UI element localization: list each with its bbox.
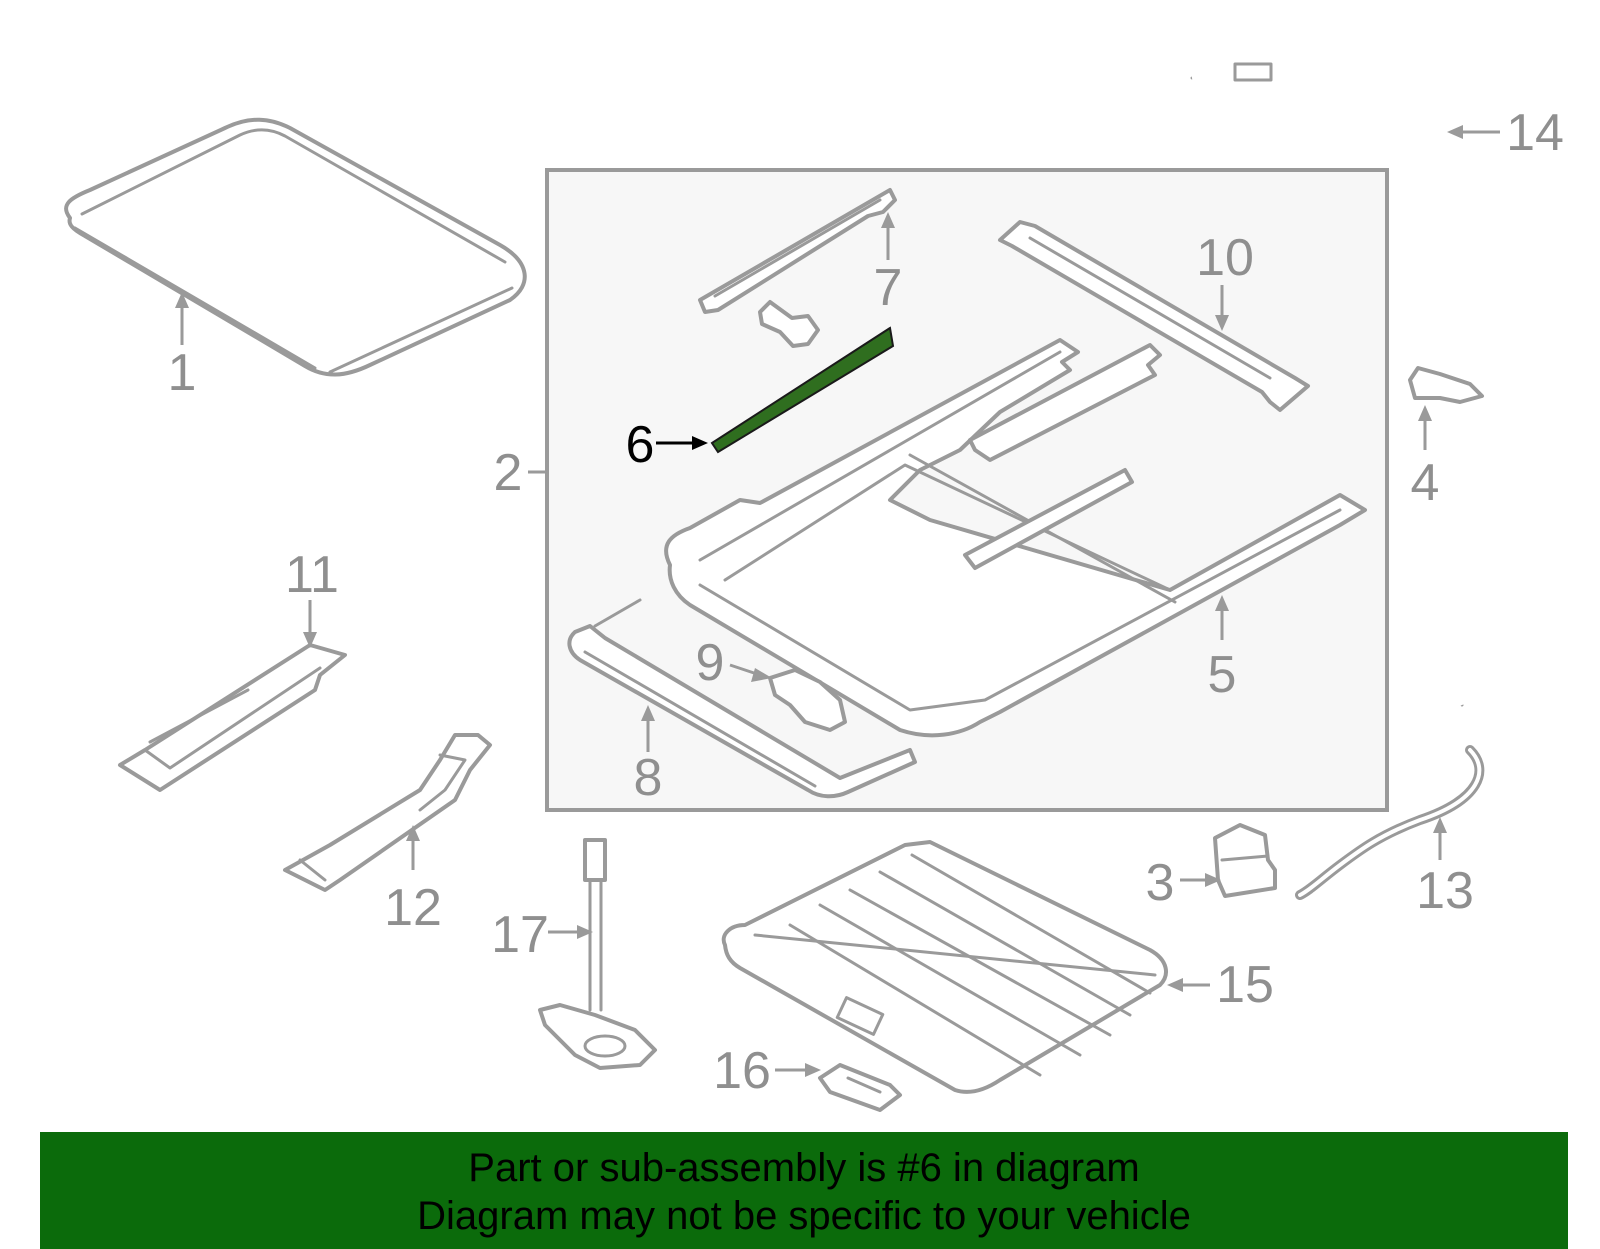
center-brace[interactable] — [963, 468, 1134, 570]
bolt[interactable] — [758, 300, 820, 348]
part-6-seal[interactable] — [710, 326, 895, 454]
callout-7[interactable]: 7 — [874, 259, 903, 317]
callout-17[interactable]: 17 — [491, 906, 549, 964]
callouts: 1 2 3 4 5 6 7 8 9 10 11 12 13 14 15 16 1… — [168, 104, 1564, 1100]
part-1-glass-panel[interactable] — [64, 117, 527, 377]
part-12-reinforcement[interactable] — [283, 733, 492, 892]
callout-1[interactable]: 1 — [168, 344, 197, 402]
part-5-main-frame[interactable] — [664, 338, 1367, 738]
callout-12[interactable]: 12 — [384, 879, 442, 937]
cross-rail[interactable] — [968, 343, 1162, 462]
callout-4[interactable]: 4 — [1411, 454, 1440, 512]
part-13-drain-hose[interactable] — [1295, 745, 1485, 900]
part-14-drain-hose[interactable] — [1190, 62, 1523, 707]
callout-13[interactable]: 13 — [1416, 862, 1474, 920]
callout-6[interactable]: 6 — [626, 416, 655, 474]
part-15-sunshade[interactable] — [721, 840, 1168, 1094]
callout-9[interactable]: 9 — [696, 634, 725, 692]
callout-15[interactable]: 15 — [1216, 956, 1274, 1014]
part-11-reinforcement[interactable] — [118, 643, 347, 792]
part-16-clip[interactable] — [818, 1063, 902, 1112]
callout-3[interactable]: 3 — [1146, 854, 1175, 912]
callout-14[interactable]: 14 — [1506, 104, 1564, 162]
callout-2[interactable]: 2 — [494, 444, 523, 502]
banner-line-2: Diagram may not be specific to your vehi… — [417, 1194, 1191, 1238]
part-8-deflector[interactable] — [567, 598, 917, 799]
callout-8[interactable]: 8 — [634, 749, 663, 807]
part-4-bracket[interactable] — [1408, 366, 1484, 404]
part-17-bracket[interactable] — [538, 838, 657, 1070]
part-3-bracket[interactable] — [1213, 823, 1277, 898]
banner-line-1: Part or sub-assembly is #6 in diagram — [468, 1146, 1140, 1190]
part-7-rail[interactable] — [698, 188, 897, 314]
callout-10[interactable]: 10 — [1196, 229, 1254, 287]
part-10-rear-rail[interactable] — [998, 220, 1310, 412]
info-banner: Part or sub-assembly is #6 in diagram Di… — [40, 1132, 1568, 1249]
leader-lines — [175, 125, 1500, 1077]
part-9-clip[interactable] — [768, 668, 847, 732]
callout-11[interactable]: 11 — [285, 546, 339, 604]
callout-16[interactable]: 16 — [713, 1042, 771, 1100]
callout-5[interactable]: 5 — [1208, 646, 1237, 704]
